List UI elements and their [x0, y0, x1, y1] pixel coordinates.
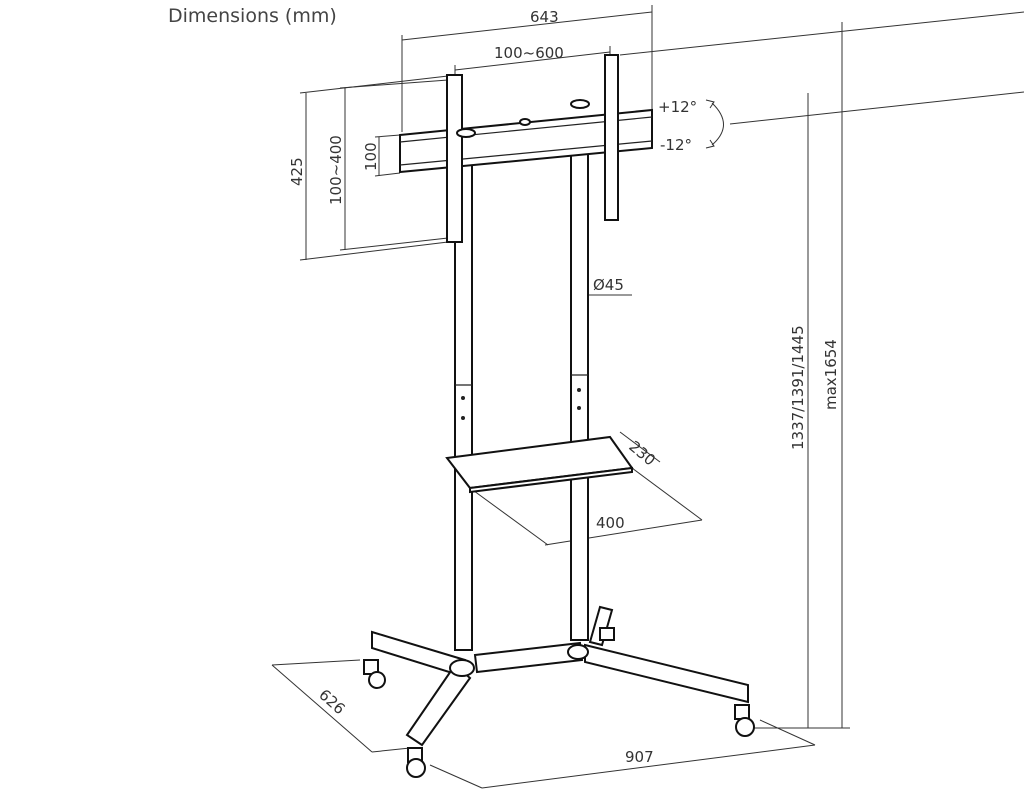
base [371, 605, 749, 747]
shelf-edge [469, 466, 633, 494]
diagram-title: Dimensions (mm) [168, 5, 337, 27]
dim-rail-height: 100 [362, 142, 380, 171]
dim-height-options: 1337/1391/1445 [789, 325, 807, 450]
dim-bracket-height: 425 [288, 157, 306, 186]
mounting-bracket [399, 54, 653, 243]
dim-vesa-height: 100~400 [327, 135, 345, 205]
casters [363, 627, 755, 778]
dim-base-depth: 626 [315, 686, 348, 719]
dim-pole-diameter: Ø45 [593, 276, 624, 294]
tilt-down-label: -12° [660, 136, 692, 154]
dim-shelf-width: 400 [596, 514, 625, 532]
dim-overall-width: 643 [530, 8, 559, 26]
dim-max-height: max1654 [822, 339, 840, 410]
dimension-lines [271, 5, 1024, 789]
tilt-up-label: +12° [658, 98, 697, 116]
poles [454, 139, 589, 651]
dim-base-width: 907 [625, 748, 654, 766]
dim-vesa-width: 100~600 [494, 44, 564, 62]
